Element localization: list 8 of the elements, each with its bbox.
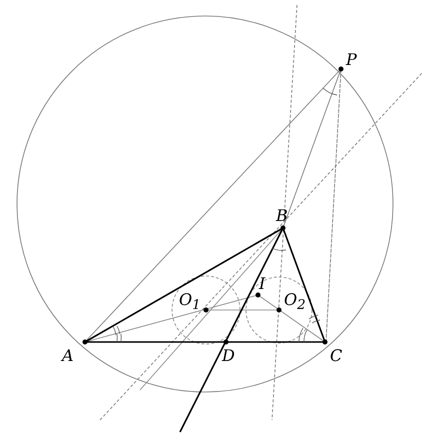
point-label: I [259,276,266,292]
point-label: A [62,348,74,364]
point-label: D [222,348,235,364]
point-label: B [276,208,288,224]
point-label: C [330,348,342,364]
point-label: O$_{2}$ [284,292,306,314]
point-label: O$_{1}$ [179,292,201,314]
point-label: P [346,52,357,68]
